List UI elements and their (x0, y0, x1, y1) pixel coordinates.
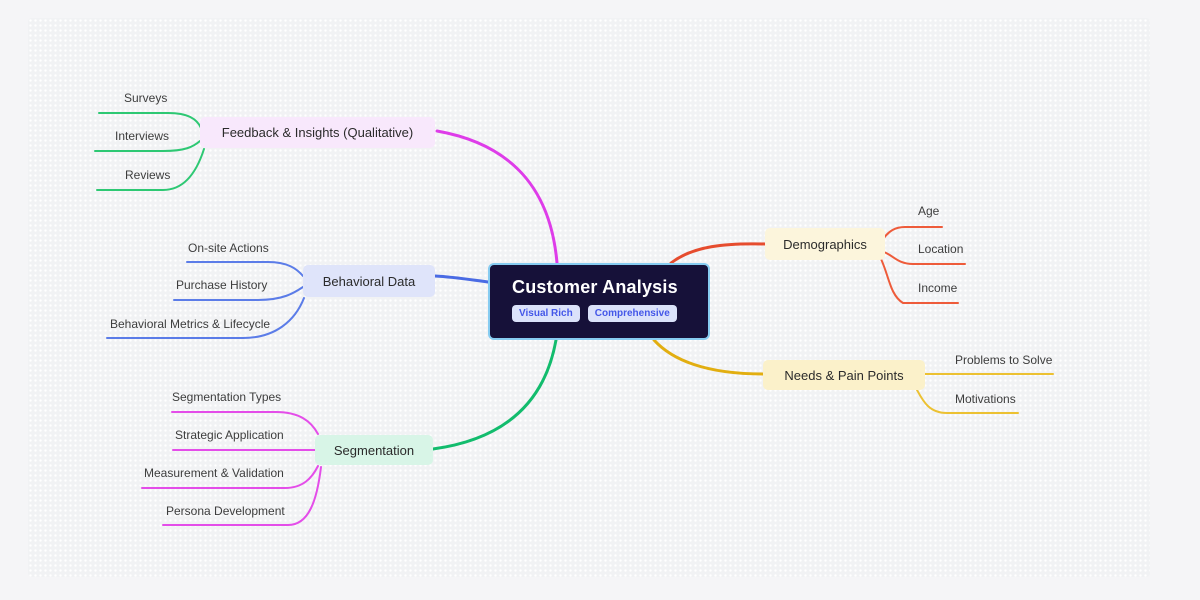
leaf-node-income[interactable]: Income (918, 281, 958, 295)
leaf-node-problems-to-solve[interactable]: Problems to Solve (955, 353, 1053, 367)
leaf-node-strategic-application[interactable]: Strategic Application (175, 428, 284, 442)
branch-label: Behavioral Data (322, 273, 416, 289)
branch-label: Demographics (783, 236, 867, 252)
leaf-node-location[interactable]: Location (918, 242, 964, 256)
branch-label: Feedback & Insights (Qualitative) (221, 125, 414, 140)
connector-demographics-location (883, 251, 966, 265)
leaf-node-persona-development[interactable]: Persona Development (166, 504, 285, 518)
leaf-node-surveys[interactable]: Surveys (124, 91, 168, 105)
connector-behavioral-metrics-lifecycle (106, 297, 305, 339)
center-badges: Visual Rich Comprehensive (512, 305, 708, 322)
connector-behavioral-onsite-actions (186, 261, 304, 277)
branch-node-feedback-insights[interactable]: Feedback & Insights (Qualitative) (200, 117, 435, 148)
connector-center-behavioral (433, 274, 490, 284)
branch-label: Segmentation (333, 442, 415, 458)
leaf-node-measurement-validation[interactable]: Measurement & Validation (144, 466, 284, 480)
branch-node-segmentation[interactable]: Segmentation (315, 435, 433, 465)
leaf-node-behavioral-metrics-lifecycle[interactable]: Behavioral Metrics & Lifecycle (110, 317, 271, 331)
connector-segmentation-types (171, 411, 319, 435)
branch-node-needs-pain-points[interactable]: Needs & Pain Points (763, 360, 925, 390)
center-node-customer-analysis[interactable]: Customer Analysis Visual Rich Comprehens… (488, 263, 710, 340)
badge-comprehensive: Comprehensive (587, 305, 677, 322)
connector-segmentation-persona-development (162, 466, 322, 526)
connector-needs-motivations (916, 389, 1019, 414)
leaf-node-age[interactable]: Age (918, 204, 940, 218)
connector-center-segmentation (431, 338, 558, 451)
branch-label: Needs & Pain Points (784, 367, 904, 383)
leaf-node-motivations[interactable]: Motivations (955, 392, 1016, 406)
branch-node-demographics[interactable]: Demographics (765, 228, 885, 260)
connector-demographics-age (882, 226, 943, 240)
badge-visual-rich: Visual Rich (512, 305, 580, 322)
connector-center-needs (652, 338, 765, 376)
leaf-node-segmentation-types[interactable]: Segmentation Types (172, 390, 282, 404)
connector-center-demographics (669, 242, 767, 265)
leaf-node-interviews[interactable]: Interviews (115, 129, 170, 143)
leaf-node-reviews[interactable]: Reviews (125, 168, 171, 182)
connector-segmentation-measurement-validation (141, 465, 319, 489)
leaf-node-onsite-actions[interactable]: On-site Actions (188, 241, 269, 255)
connector-demographics-income (880, 258, 959, 304)
connector-feedback-surveys (98, 112, 202, 129)
center-title: Customer Analysis (512, 277, 678, 297)
connector-feedback-reviews (96, 148, 205, 191)
branch-node-behavioral-data[interactable]: Behavioral Data (303, 265, 435, 297)
leaf-node-purchase-history[interactable]: Purchase History (176, 278, 268, 292)
connector-behavioral-purchase-history (173, 286, 304, 301)
connector-center-feedback (435, 129, 559, 265)
connector-feedback-interviews (94, 140, 201, 152)
